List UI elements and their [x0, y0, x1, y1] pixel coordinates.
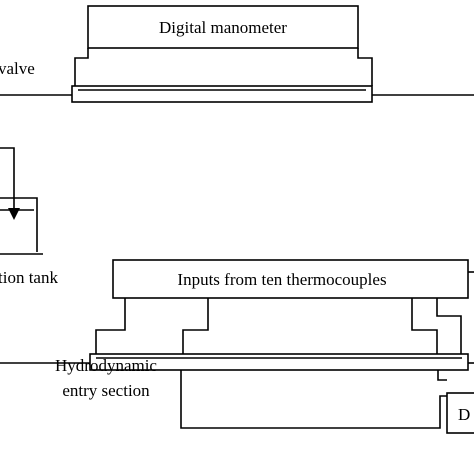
data-logger-label: D	[458, 405, 470, 424]
tank-wall	[0, 197, 38, 252]
data-logger-box	[446, 392, 474, 434]
manometer-tube-right	[357, 48, 373, 86]
thermocouple-wire-4	[436, 298, 462, 354]
thermocouple-wire-1	[95, 298, 126, 354]
pressure-tap-line-outlet	[437, 370, 447, 381]
thermocouple-wire-2	[182, 298, 209, 354]
thermocouple-input-box	[112, 259, 469, 299]
entry-section-label-line2: entry section	[62, 381, 150, 400]
entry-section-label-line1: Hydrodynamic	[55, 356, 157, 375]
feed-pipe	[0, 147, 15, 210]
pressure-tap-line-inlet	[180, 370, 447, 429]
feed-arrow-head	[8, 208, 20, 220]
thermocouple-input-label: Inputs from ten thermocouples	[177, 270, 386, 289]
upper-test-section	[71, 85, 373, 103]
valve-label: valve	[0, 59, 35, 78]
digital-manometer-label: Digital manometer	[159, 18, 287, 37]
tank-label: tion tank	[0, 268, 58, 287]
digital-manometer-box	[87, 5, 359, 49]
thermocouple-wire-3	[411, 298, 438, 354]
manometer-tube-left	[74, 48, 89, 86]
